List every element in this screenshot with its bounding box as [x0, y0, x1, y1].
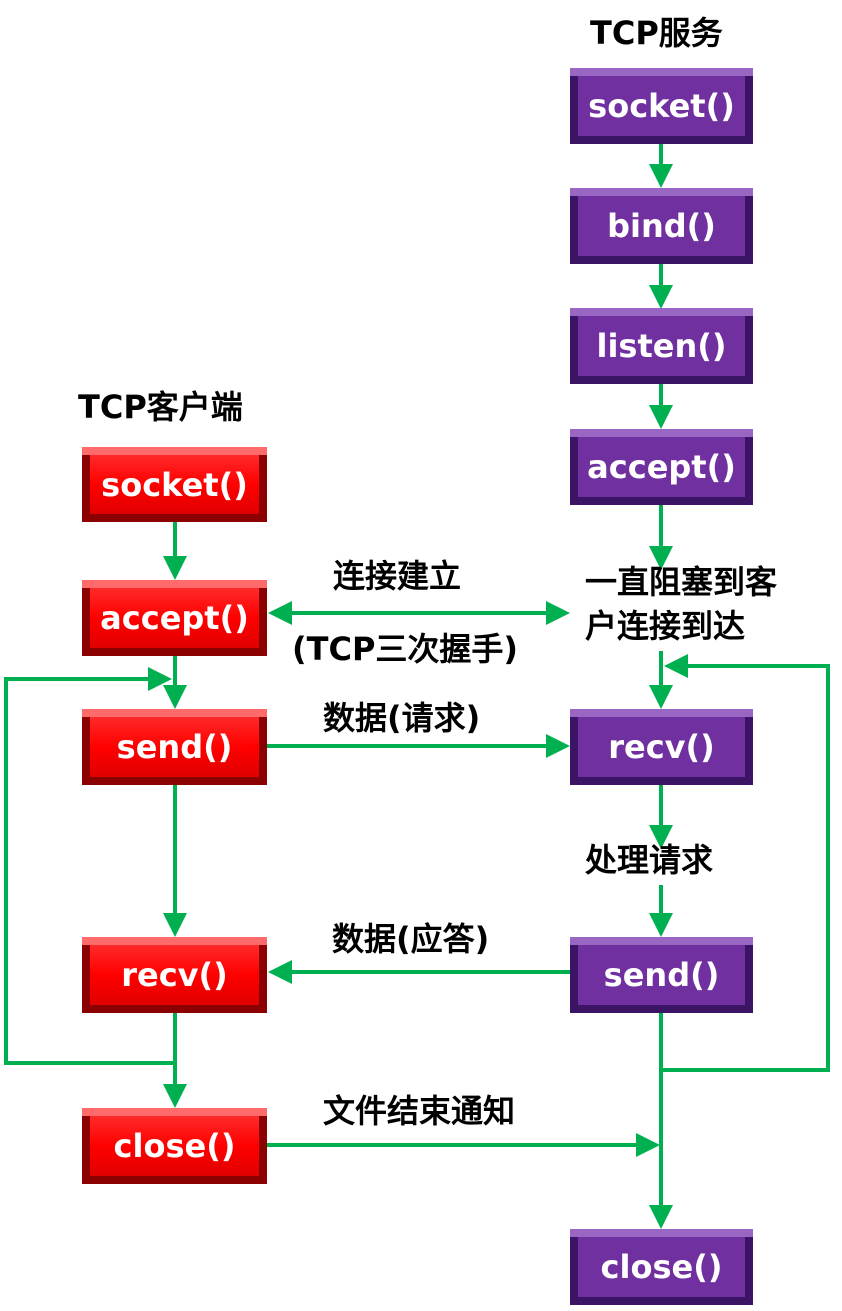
client-close-box: close()	[82, 1108, 267, 1184]
client-send-label: send()	[116, 728, 233, 766]
client-close-label: close()	[113, 1127, 236, 1165]
client-recv-label: recv()	[121, 956, 228, 994]
server-close-box: close()	[570, 1229, 753, 1305]
server-accept-label: accept()	[587, 448, 736, 486]
server-listen-label: listen()	[596, 327, 727, 365]
server-recv-box: recv()	[570, 709, 753, 785]
client-accept-label: accept()	[100, 599, 249, 637]
arrow-server-loop	[661, 654, 830, 1072]
client-recv-box: recv()	[82, 937, 267, 1013]
server-bind-label: bind()	[607, 207, 716, 245]
arrow-client-loop	[4, 667, 175, 1065]
client-socket-box: socket()	[82, 447, 267, 522]
client-title: TCP客户端	[78, 388, 243, 426]
server-close-label: close()	[600, 1248, 723, 1286]
connect-label-line2: (TCP三次握手)	[292, 630, 519, 668]
server-block-note-line1: 一直阻塞到客	[585, 563, 778, 601]
server-send-label: send()	[603, 956, 720, 994]
response-label: 数据(应答)	[332, 920, 490, 958]
connect-label-line1: 连接建立	[333, 557, 462, 595]
client-socket-label: socket()	[101, 465, 248, 504]
server-listen-box: listen()	[570, 308, 753, 384]
server-block-note-line2: 户连接到达	[585, 607, 746, 645]
server-accept-box: accept()	[570, 429, 753, 505]
client-accept-box: accept()	[82, 580, 267, 656]
eof-label: 文件结束通知	[323, 1092, 516, 1130]
server-socket-label: socket()	[588, 87, 735, 125]
request-label: 数据(请求)	[323, 699, 481, 737]
server-socket-box: socket()	[570, 68, 753, 144]
server-bind-box: bind()	[570, 188, 753, 264]
client-send-box: send()	[82, 709, 267, 785]
server-process-note: 处理请求	[585, 841, 714, 879]
server-title: TCP服务	[590, 14, 723, 52]
server-recv-label: recv()	[608, 728, 715, 766]
server-send-box: send()	[570, 937, 753, 1013]
